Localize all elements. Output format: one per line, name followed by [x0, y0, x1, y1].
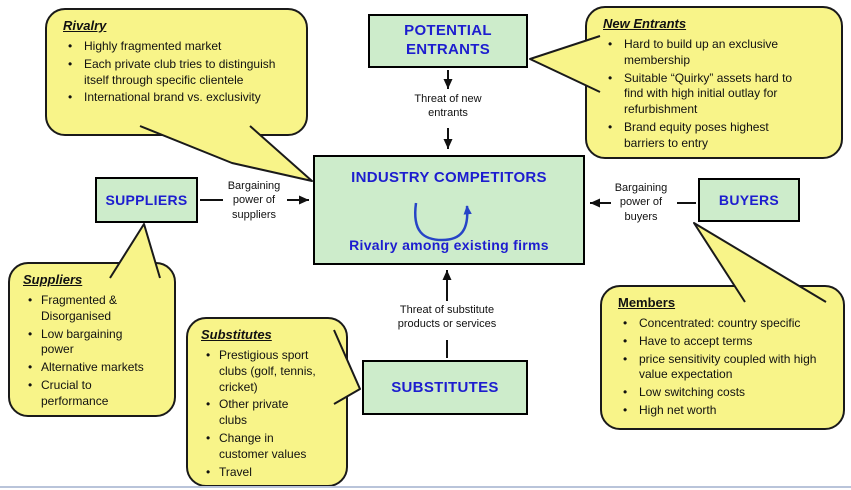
members-bullet-list: Concentrated: country specific Have to a… — [618, 316, 835, 420]
suppliers-label: SUPPLIERS — [105, 192, 188, 208]
callout-bullet: Fragmented & Disorganised — [23, 293, 164, 325]
callout-bullet: Each private club tries to distinguish i… — [63, 57, 298, 89]
callout-bullet: Alternative markets — [23, 360, 164, 376]
rivalry-callout: Rivalry Highly fragmented market Each pr… — [45, 8, 308, 136]
label-line: buyers — [624, 210, 658, 223]
callout-bullet: International brand vs. exclusivity — [63, 90, 298, 106]
callout-bullet: Travel — [201, 465, 332, 481]
rivalry-callout-heading: Rivalry — [63, 18, 107, 33]
rivalry-bullet-list: Highly fragmented market Each private cl… — [63, 39, 298, 107]
label-line: Bargaining — [614, 182, 668, 194]
substitutes-callout-heading: Substitutes — [201, 327, 272, 342]
label-line: Threat of substitute — [399, 304, 495, 316]
members-callout: Members Concentrated: country specific H… — [600, 285, 845, 430]
slide-bottom-edge — [0, 486, 851, 488]
substitutes-callout: Substitutes Prestigious sport clubs (gol… — [186, 317, 348, 487]
callout-bullet: Brand equity poses highest barriers to e… — [603, 120, 833, 152]
callout-bullet: Low switching costs — [618, 385, 835, 401]
callout-bullet: Change in customer values — [201, 431, 332, 463]
members-callout-heading: Members — [618, 295, 676, 310]
label-line: power of — [619, 196, 663, 209]
substitutes-box: SUBSTITUTES — [362, 360, 528, 415]
callout-bullet: Crucial to performance — [23, 378, 164, 410]
suppliers-callout-heading: Suppliers — [23, 272, 83, 287]
label-line: suppliers — [231, 208, 277, 221]
callout-bullet: Prestigious sport clubs (golf, tennis, c… — [201, 348, 332, 396]
callout-bullet: Concentrated: country specific — [618, 316, 835, 332]
callout-bullet: High net worth — [618, 403, 835, 419]
callout-bullet: Have to accept terms — [618, 334, 835, 350]
callout-bullet: Suitable “Quirky” assets hard to find wi… — [603, 71, 833, 119]
industry-competitors-title: INDUSTRY COMPETITORS — [351, 169, 547, 186]
callout-bullet: Low bargaining power — [23, 327, 164, 359]
callout-bullet: Other private clubs — [201, 397, 332, 429]
bargaining-power-of-buyers-label: Bargaining power of buyers — [601, 181, 681, 224]
threat-of-new-entrants-label: Threat of new entrants — [398, 92, 498, 121]
buyers-box: BUYERS — [698, 178, 800, 222]
label-line: power of — [232, 194, 276, 207]
substitutes-bullet-list: Prestigious sport clubs (golf, tennis, c… — [201, 348, 332, 482]
potential-entrants-label: POTENTIAL ENTRANTS — [404, 22, 492, 58]
callout-bullet: Highly fragmented market — [63, 39, 298, 55]
suppliers-bullet-list: Fragmented & Disorganised Low bargaining… — [23, 293, 164, 411]
industry-competitors-subtitle: Rivalry among existing firms — [349, 237, 549, 253]
substitutes-label: SUBSTITUTES — [391, 379, 499, 396]
potential-entrants-box: POTENTIAL ENTRANTS — [368, 14, 528, 68]
suppliers-box: SUPPLIERS — [95, 177, 198, 223]
buyers-label: BUYERS — [718, 192, 780, 208]
label-line: entrants — [428, 107, 468, 120]
new-entrants-callout: New Entrants Hard to build up an exclusi… — [585, 6, 843, 159]
industry-competitors-box: INDUSTRY COMPETITORS Rivalry among exist… — [313, 155, 585, 265]
new-entrants-callout-heading: New Entrants — [603, 16, 687, 31]
new-entrants-bullet-list: Hard to build up an exclusive membership… — [603, 37, 833, 153]
callout-bullet: price sensitivity coupled with high valu… — [618, 352, 835, 384]
label-line: Threat of new — [414, 93, 482, 105]
bargaining-power-of-suppliers-label: Bargaining power of suppliers — [214, 179, 294, 222]
callout-bullet: Hard to build up an exclusive membership — [603, 37, 833, 69]
threat-of-substitutes-label: Threat of substitute products or service… — [387, 303, 507, 332]
label-line: products or services — [397, 318, 497, 331]
label-line: Bargaining — [227, 180, 281, 192]
suppliers-callout: Suppliers Fragmented & Disorganised Low … — [8, 262, 176, 417]
